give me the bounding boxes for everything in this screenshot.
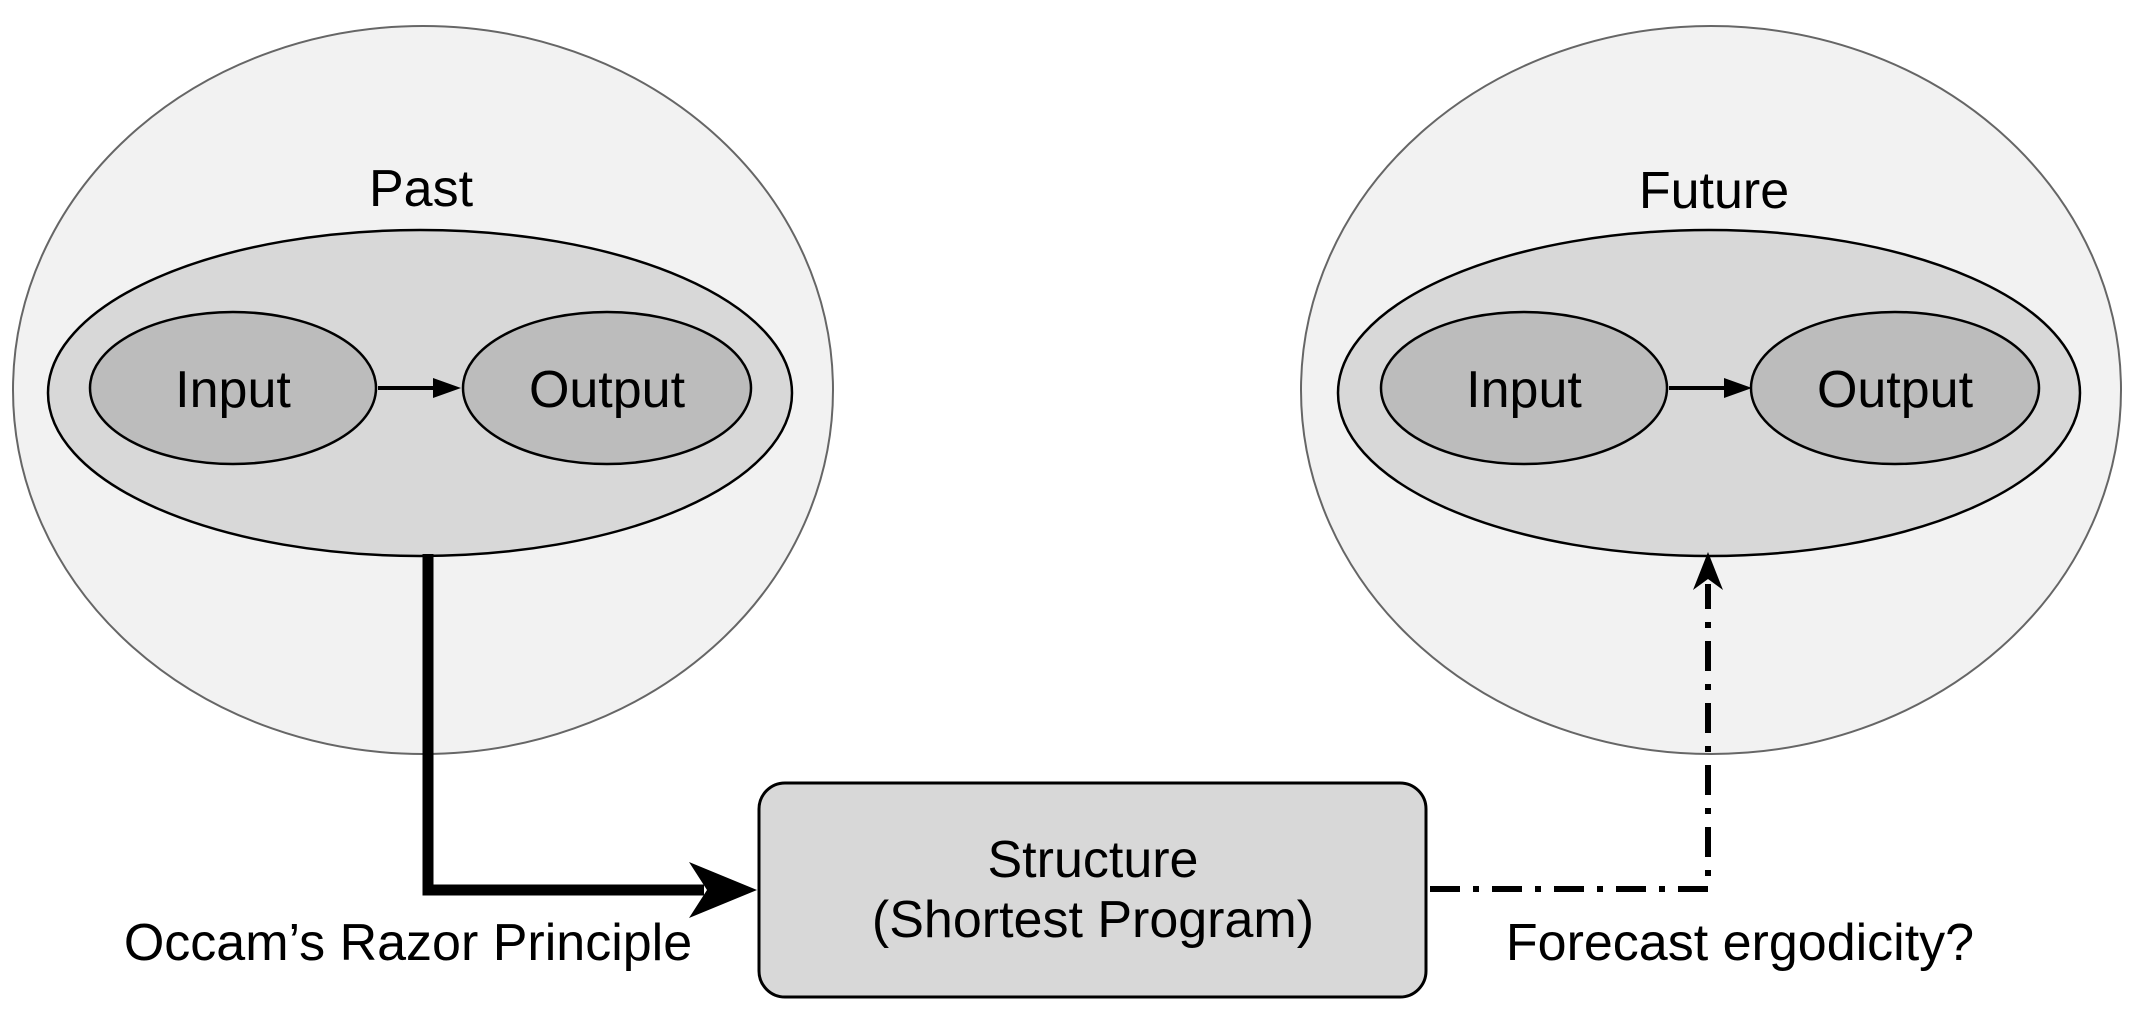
structure-label-line2: (Shortest Program) [872, 891, 1314, 949]
past-output-ellipse [461, 310, 753, 466]
future-input-ellipse [1379, 310, 1669, 466]
future-input-output-arrowhead-icon [1724, 378, 1752, 398]
past-output-label: Output [529, 361, 686, 419]
occam-label: Occam’s Razor Principle [124, 914, 692, 972]
occam-arrow-line [422, 554, 704, 896]
forecast-arrow-line [1430, 584, 1711, 892]
past-input-label: Input [175, 361, 291, 419]
future-output-ellipse [1749, 310, 2041, 466]
future-input-label: Input [1466, 361, 1582, 419]
future-group: Future Input Output [1300, 25, 2122, 755]
occam-arrow: Occam’s Razor Principle [124, 554, 757, 972]
future-label: Future [1639, 162, 1789, 220]
forecast-arrow: Forecast ergodicity? [1430, 552, 1974, 972]
past-input-output-arrowhead-icon [433, 378, 461, 398]
structure-label-line1: Structure [988, 831, 1199, 889]
forecast-label: Forecast ergodicity? [1506, 914, 1974, 972]
past-label: Past [369, 160, 474, 218]
structure-box-group: Structure (Shortest Program) [757, 781, 1428, 999]
occam-arrowhead-icon [689, 862, 757, 918]
past-input-ellipse [88, 310, 378, 466]
forecast-arrowhead-icon [1693, 552, 1723, 590]
structure-box [757, 781, 1428, 999]
future-output-label: Output [1817, 361, 1974, 419]
past-group: Past Input Output [12, 25, 834, 755]
